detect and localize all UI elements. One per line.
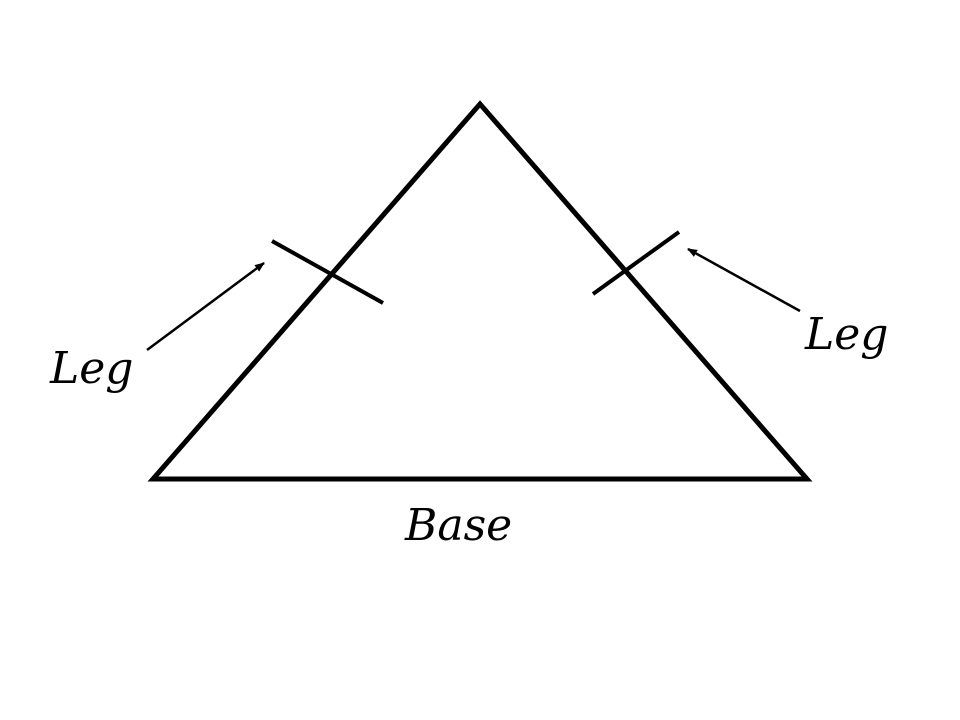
right-leg-label: Leg [804,309,888,360]
left-leg-label: Leg [49,343,133,394]
left-leg-arrow [146,261,265,352]
left-leg-tick-mark [271,239,384,305]
triangle-outline [147,100,813,482]
right-leg-arrow [687,247,801,313]
base-label: Base [404,500,512,551]
right-leg-tick-mark [591,230,681,296]
